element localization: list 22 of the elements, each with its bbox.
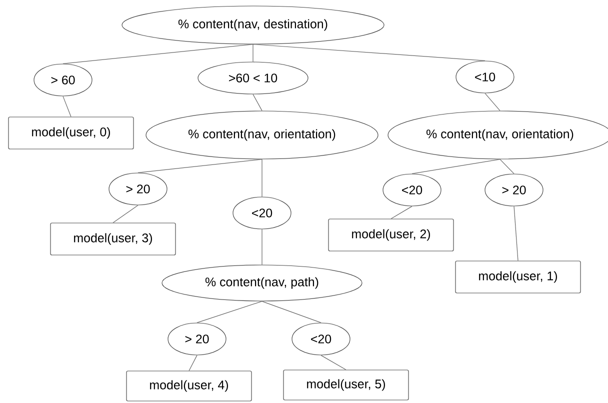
connector-line bbox=[196, 301, 262, 323]
connector-line bbox=[484, 93, 500, 111]
connector-line bbox=[262, 301, 322, 323]
connector-line bbox=[320, 355, 346, 370]
connector-line bbox=[62, 96, 72, 117]
connector-line bbox=[514, 206, 518, 261]
connector-line bbox=[252, 44, 486, 61]
connector-line bbox=[138, 159, 262, 173]
model-box: model(user, 4) bbox=[126, 370, 252, 402]
connector-line bbox=[500, 159, 514, 174]
connector-line bbox=[188, 355, 198, 371]
model-box: model(user, 1) bbox=[455, 260, 581, 294]
connector-line bbox=[412, 159, 500, 174]
connector-line bbox=[390, 206, 412, 219]
model-box: model(user, 0) bbox=[8, 116, 134, 150]
connector-line bbox=[112, 205, 138, 223]
model-box: model(user, 2) bbox=[328, 218, 454, 252]
connector-line bbox=[252, 44, 254, 62]
model-box: model(user, 3) bbox=[50, 222, 176, 256]
connector-line bbox=[252, 94, 262, 111]
model-box: model(user, 5) bbox=[283, 370, 409, 400]
connector-line bbox=[62, 44, 254, 64]
